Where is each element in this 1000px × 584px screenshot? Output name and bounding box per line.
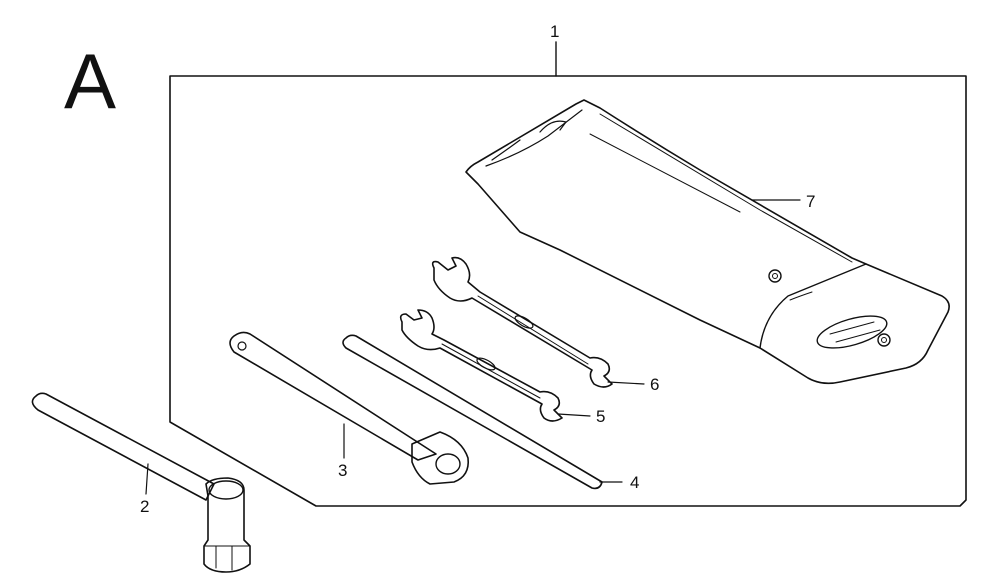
callout-4: 4 bbox=[630, 473, 639, 492]
callout-6-leader bbox=[607, 381, 645, 385]
callout-2: 2 bbox=[140, 497, 149, 516]
callout-2-leader bbox=[145, 463, 149, 495]
box-wrench bbox=[229, 331, 470, 485]
section-letter: A bbox=[64, 37, 116, 125]
kit-boundary bbox=[169, 75, 967, 507]
callout-7: 7 bbox=[806, 192, 815, 211]
tool-bag bbox=[465, 99, 950, 385]
callout-3: 3 bbox=[338, 461, 347, 480]
wrench-small bbox=[399, 309, 563, 422]
callout-1: 1 bbox=[550, 22, 559, 41]
callout-5-leader bbox=[557, 413, 591, 417]
callout-5: 5 bbox=[596, 407, 605, 426]
socket-wrench bbox=[31, 392, 251, 573]
wrench-large bbox=[431, 256, 613, 388]
rod bbox=[342, 334, 603, 490]
callout-6: 6 bbox=[650, 375, 659, 394]
